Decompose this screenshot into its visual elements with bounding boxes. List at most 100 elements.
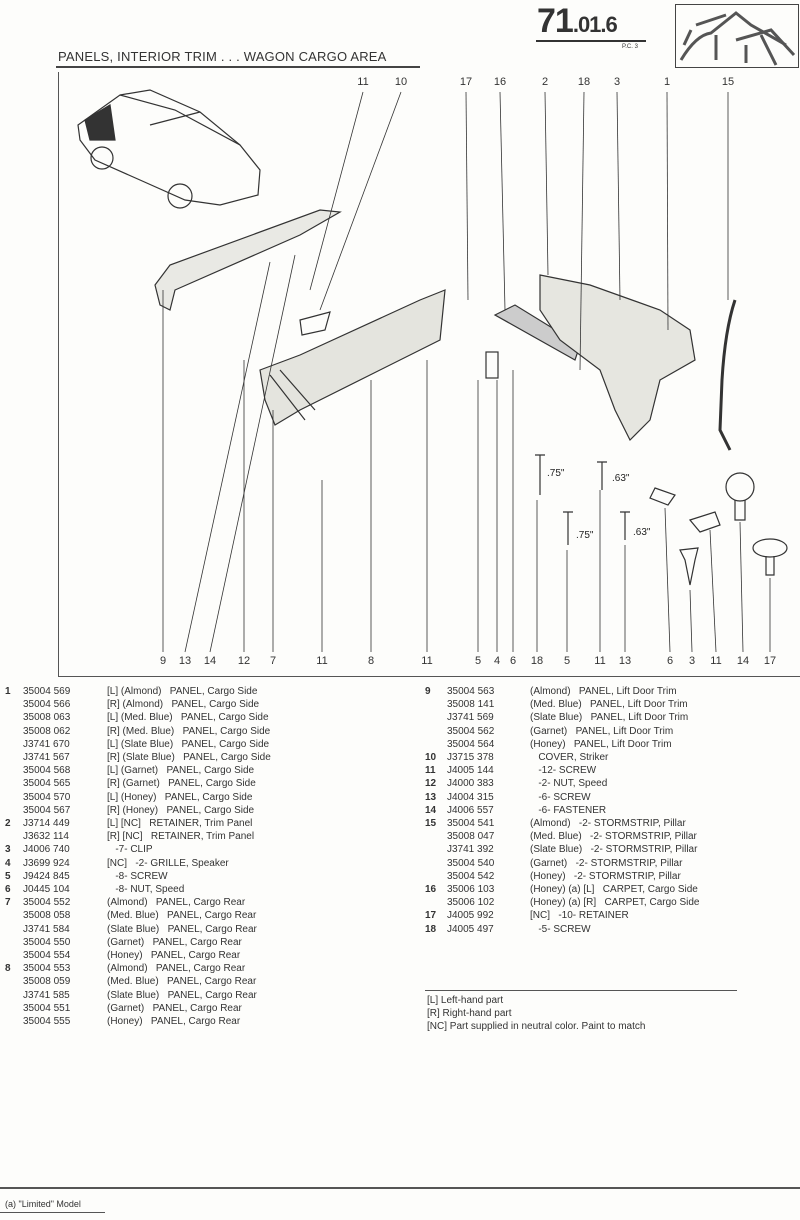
- ref-number: 13: [425, 791, 437, 803]
- diagram-frame: [58, 72, 800, 677]
- callout-number: 18: [577, 76, 591, 88]
- ref-number: 7: [5, 897, 11, 909]
- bottom-note: (a) "Limited" Model: [5, 1199, 81, 1209]
- page-number-sub: .01.6: [572, 12, 618, 37]
- footnote: [NC] Part supplied in neutral color. Pai…: [427, 1021, 646, 1032]
- part-number: J3741 392: [447, 844, 494, 856]
- footnote: [R] Right-hand part: [427, 1008, 512, 1019]
- callout-number: 9: [159, 655, 167, 667]
- part-number: 35004 540: [447, 857, 495, 869]
- ref-number: 18: [425, 923, 437, 935]
- callout-number: 10: [394, 76, 408, 88]
- part-description: (Slate Blue) PANEL, Cargo Rear: [107, 923, 257, 935]
- speaker-grille: [485, 351, 499, 379]
- part-description: [R] (Med. Blue) PANEL, Cargo Side: [107, 725, 271, 737]
- part-description: -7- CLIP: [107, 844, 153, 856]
- part-number: J4005 144: [447, 765, 494, 777]
- cargo-rear-panel: [259, 289, 446, 426]
- part-description: [R] [NC] RETAINER, Trim Panel: [107, 831, 255, 843]
- footnote-divider: [425, 990, 737, 991]
- callout-number: 11: [421, 655, 433, 667]
- part-number: 35004 551: [23, 1002, 71, 1014]
- part-number: 35004 569: [23, 686, 71, 697]
- part-description: [R] (Almond) PANEL, Cargo Side: [107, 699, 260, 711]
- callout-number: 11: [316, 655, 328, 667]
- part-number: 35004 562: [447, 725, 495, 737]
- part-description: [R] (Honey) PANEL, Cargo Side: [107, 804, 255, 816]
- part-number: 35004 552: [23, 897, 71, 909]
- callout-number: 15: [721, 76, 735, 88]
- footnote: [L] Left-hand part: [427, 995, 504, 1006]
- part-number: J3632 114: [23, 831, 69, 843]
- callout-number: 1: [663, 76, 671, 88]
- part-description: (Garnet) PANEL, Cargo Rear: [107, 936, 242, 948]
- page-number-main: 71: [537, 2, 574, 40]
- part-description: -12- SCREW: [530, 765, 597, 777]
- part-number: J4006 557: [447, 804, 494, 816]
- part-number: 35004 550: [23, 936, 71, 948]
- part-description: -6- SCREW: [530, 791, 591, 803]
- part-number: 35006 102: [447, 897, 495, 909]
- part-description: (Honey) -2- STORMSTRIP, Pillar: [530, 870, 681, 882]
- part-number: J4006 740: [23, 844, 70, 856]
- part-number: 35004 565: [23, 778, 71, 790]
- callout-number: 14: [736, 655, 750, 667]
- part-number: J3699 924: [23, 857, 70, 869]
- part-description: COVER, Striker: [530, 752, 609, 763]
- bottom-divider: [0, 1187, 800, 1189]
- ref-number: 15: [425, 818, 437, 829]
- bottom-note-underline: [0, 1212, 105, 1213]
- page-title: PANELS, INTERIOR TRIM . . . WAGON CARGO …: [58, 49, 387, 64]
- part-number: 35004 542: [447, 870, 495, 882]
- callout-number: 8: [367, 655, 375, 667]
- part-description: [R] (Slate Blue) PANEL, Cargo Side: [107, 752, 271, 763]
- part-number: J4000 383: [447, 778, 494, 790]
- callout-number: 11: [710, 655, 722, 667]
- ref-number: 11: [425, 765, 436, 777]
- page-number-underline: [536, 40, 646, 42]
- part-number: 35004 570: [23, 791, 71, 803]
- lift-door-trim-panel: [154, 209, 342, 311]
- part-number: 35004 568: [23, 765, 71, 777]
- callout-number: 6: [666, 655, 674, 667]
- ref-number: 14: [425, 804, 437, 816]
- callout-number: 4: [493, 655, 501, 667]
- callout-number: 6: [509, 655, 517, 667]
- part-description: (Almond) PANEL, Cargo Rear: [107, 963, 246, 975]
- ref-number: 9: [425, 686, 431, 697]
- callout-number: 3: [613, 76, 621, 88]
- part-description: -6- FASTENER: [530, 804, 607, 816]
- ref-number: 4: [5, 857, 11, 869]
- part-description: (Slate Blue) -2- STORMSTRIP, Pillar: [530, 844, 698, 856]
- part-description: (Slate Blue) PANEL, Lift Door Trim: [530, 712, 689, 724]
- part-number: J3741 585: [23, 989, 70, 1001]
- cargo-side-panel: [539, 274, 696, 442]
- part-description: (Med. Blue) PANEL, Lift Door Trim: [530, 699, 688, 711]
- part-description: [L] (Slate Blue) PANEL, Cargo Side: [107, 738, 270, 750]
- part-description: (Med. Blue) PANEL, Cargo Rear: [107, 910, 257, 922]
- part-description: (Slate Blue) PANEL, Cargo Rear: [107, 989, 257, 1001]
- ref-number: 5: [5, 870, 11, 882]
- ref-number: 3: [5, 844, 11, 856]
- ref-number: 12: [425, 778, 437, 790]
- callout-number: 13: [178, 655, 192, 667]
- part-number: J3741 569: [447, 712, 494, 724]
- callout-number: 7: [269, 655, 277, 667]
- part-number: 35008 063: [23, 712, 71, 724]
- callout-number: 5: [563, 655, 571, 667]
- part-description: [L] (Almond) PANEL, Cargo Side: [107, 686, 258, 697]
- callout-number: 3: [688, 655, 696, 667]
- part-number: 35006 103: [447, 884, 495, 895]
- part-number: 35008 141: [447, 699, 495, 711]
- section-thumbnail-icon: [675, 4, 799, 68]
- ref-number: 8: [5, 963, 11, 975]
- part-description: [L] (Honey) PANEL, Cargo Side: [107, 791, 253, 803]
- pillar-stormstrip: [718, 299, 737, 451]
- fasteners: [535, 454, 788, 586]
- callout-number: 5: [474, 655, 482, 667]
- part-number: J3741 670: [23, 738, 70, 750]
- ref-number: 10: [425, 752, 437, 763]
- part-description: -5- SCREW: [530, 923, 591, 935]
- part-number: 35004 554: [23, 950, 71, 961]
- ref-number: 16: [425, 884, 437, 895]
